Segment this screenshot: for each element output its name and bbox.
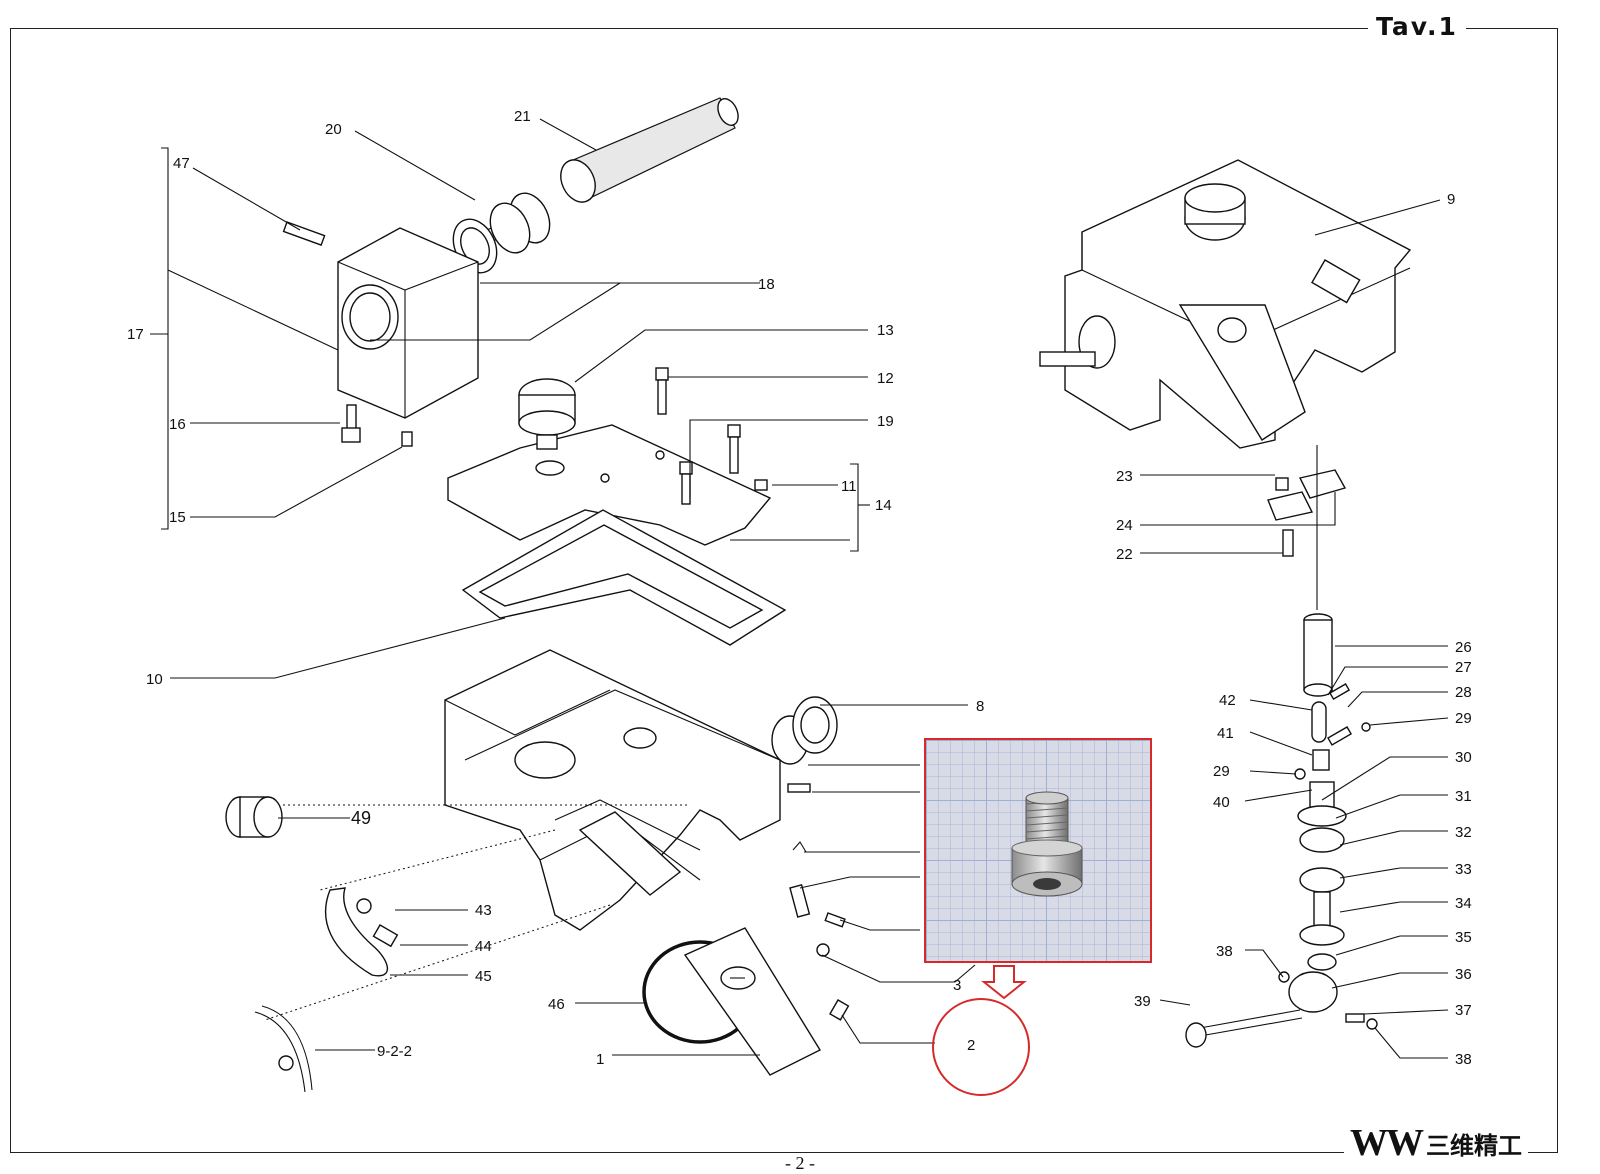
label-43: 43 bbox=[475, 902, 492, 919]
part-wire-9-2-2 bbox=[254, 1005, 313, 1093]
label-9-2-2: 9-2-2 bbox=[377, 1043, 412, 1060]
label-41: 41 bbox=[1217, 725, 1234, 742]
part-cylinder-21 bbox=[469, 97, 739, 249]
label-3: 3 bbox=[953, 977, 961, 994]
label-15: 15 bbox=[169, 509, 186, 526]
drawing-frame bbox=[10, 28, 1558, 1153]
part-cover-14 bbox=[447, 424, 772, 546]
label-18: 18 bbox=[758, 276, 775, 293]
part-screw-47 bbox=[282, 221, 326, 246]
label-28: 28 bbox=[1455, 684, 1472, 701]
label-38b: 38 bbox=[1455, 1051, 1472, 1068]
label-12: 12 bbox=[877, 370, 894, 387]
part-spindle-26 bbox=[1303, 445, 1333, 697]
brand-name: 三维精工 bbox=[1426, 1131, 1522, 1160]
label-39: 39 bbox=[1134, 993, 1151, 1010]
label-22: 22 bbox=[1116, 546, 1133, 563]
part-main-housing bbox=[444, 649, 781, 931]
screw-photo-icon bbox=[1011, 791, 1083, 897]
part-bush-49 bbox=[225, 796, 283, 838]
label-31: 31 bbox=[1455, 788, 1472, 805]
label-9: 9 bbox=[1447, 191, 1455, 208]
label-47: 47 bbox=[173, 155, 190, 172]
part-plug-11 bbox=[754, 479, 768, 491]
label-33: 33 bbox=[1455, 861, 1472, 878]
label-11: 11 bbox=[841, 478, 857, 495]
brand-w-logo: W bbox=[1350, 1122, 1388, 1164]
part-photo-inset bbox=[924, 738, 1152, 963]
part-bracket-43-45 bbox=[324, 887, 399, 977]
label-10: 10 bbox=[146, 671, 163, 688]
dotted-reference-lines bbox=[264, 804, 690, 1021]
label-32: 32 bbox=[1455, 824, 1472, 841]
label-8: 8 bbox=[976, 698, 984, 715]
label-16: 16 bbox=[169, 416, 186, 433]
part-plate-1 bbox=[683, 927, 821, 1076]
label-23: 23 bbox=[1116, 468, 1133, 485]
label-34: 34 bbox=[1455, 895, 1472, 912]
part-labels: 1 2 3 8 9 9-2-2 10 11 12 13 14 15 16 17 … bbox=[127, 108, 1472, 1068]
table-title: Tav.1 bbox=[1368, 12, 1466, 41]
part-knob-13 bbox=[518, 378, 576, 450]
part-small-bits bbox=[787, 783, 850, 1021]
label-29a: 29 bbox=[1455, 710, 1472, 727]
label-30: 30 bbox=[1455, 749, 1472, 766]
label-14: 14 bbox=[875, 497, 892, 514]
label-21: 21 bbox=[514, 108, 531, 125]
part-screw-12 bbox=[655, 367, 669, 415]
brand-logo: W W 三维精工 bbox=[1344, 1121, 1528, 1165]
leader-lines bbox=[150, 118, 1449, 1059]
part-screw-16 bbox=[341, 404, 361, 443]
part-screw-19 bbox=[679, 424, 741, 505]
label-38a: 38 bbox=[1216, 943, 1233, 960]
label-36: 36 bbox=[1455, 966, 1472, 983]
label-19: 19 bbox=[877, 413, 894, 430]
part-gearbox-9 bbox=[1039, 159, 1412, 449]
label-44: 44 bbox=[475, 938, 492, 955]
part-blocks-22-24 bbox=[1267, 469, 1347, 557]
label-35: 35 bbox=[1455, 929, 1472, 946]
label-46: 46 bbox=[548, 996, 565, 1013]
part-oil-sight-8 bbox=[771, 696, 838, 765]
part-pin-15 bbox=[401, 431, 413, 447]
part-housing-17 bbox=[337, 227, 479, 419]
part-gasket-10 bbox=[461, 509, 787, 646]
label-42: 42 bbox=[1219, 692, 1236, 709]
highlight-circle bbox=[932, 998, 1030, 1096]
part-spring-stack-30-35 bbox=[1297, 781, 1347, 971]
label-17: 17 bbox=[127, 326, 144, 343]
label-49: 49 bbox=[351, 808, 371, 828]
label-45: 45 bbox=[475, 968, 492, 985]
label-27: 27 bbox=[1455, 659, 1472, 676]
part-linkage-27-42 bbox=[1294, 683, 1371, 780]
brand-w-logo-echo: W bbox=[1386, 1122, 1424, 1164]
highlight-callout bbox=[932, 965, 1030, 1096]
label-26: 26 bbox=[1455, 639, 1472, 656]
label-1: 1 bbox=[596, 1051, 604, 1068]
label-24: 24 bbox=[1116, 517, 1133, 534]
label-37: 37 bbox=[1455, 1002, 1472, 1019]
label-13: 13 bbox=[877, 322, 894, 339]
page-number: - 2 - bbox=[785, 1153, 815, 1173]
label-2: 2 bbox=[967, 1037, 975, 1054]
label-29b: 29 bbox=[1213, 763, 1230, 780]
part-lever-36-39 bbox=[1185, 971, 1378, 1048]
label-40: 40 bbox=[1213, 794, 1230, 811]
label-20: 20 bbox=[325, 121, 342, 138]
